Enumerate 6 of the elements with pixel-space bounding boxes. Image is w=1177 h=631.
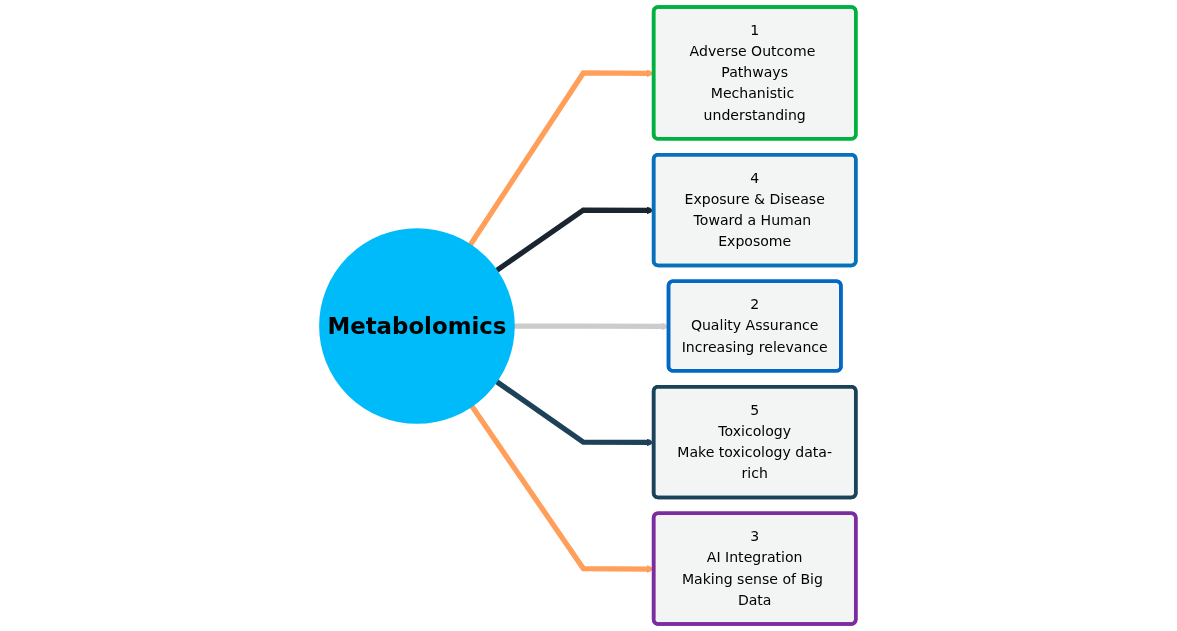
arrow [513,322,670,331]
node-circle: Metabolomics [319,228,515,424]
arrow [467,69,655,248]
arrow [469,403,655,573]
arrow [494,378,655,447]
arrow [494,206,655,274]
